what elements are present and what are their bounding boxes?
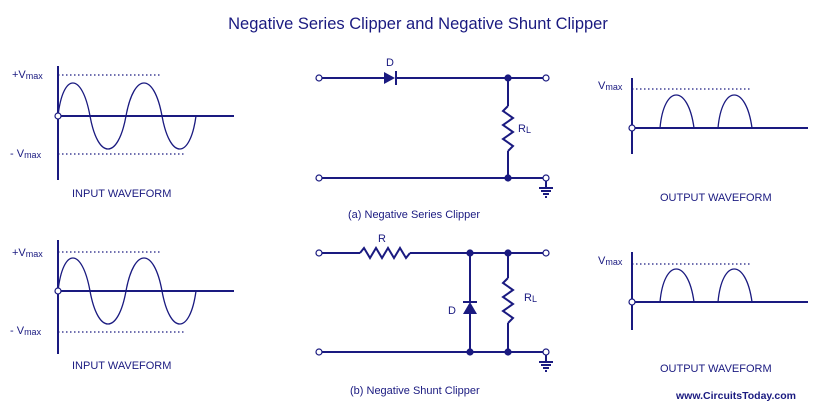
output-waveform-top: Vmax OUTPUT WAVEFORM xyxy=(598,78,808,204)
half-wave-2 xyxy=(717,268,753,303)
output-terminal-bottom xyxy=(542,348,550,356)
series-clipper-circuit: D RL (a) Negative Series Clipper xyxy=(315,57,553,221)
vmax-label: Vmax xyxy=(598,255,623,267)
input-waveform-label: INPUT WAVEFORM xyxy=(72,360,171,372)
input-terminal-top xyxy=(315,249,323,257)
series-resistor-icon xyxy=(359,246,411,260)
caption-a: (a) Negative Series Clipper xyxy=(348,209,480,221)
vmax-neg-label: - Vmax xyxy=(10,325,42,337)
origin-dot xyxy=(628,124,636,132)
half-wave-1 xyxy=(659,94,695,129)
output-terminal-top xyxy=(542,249,550,257)
ground-icon xyxy=(539,355,553,372)
shunt-clipper-circuit: R D RL (b) Negative Shunt Clipper xyxy=(315,233,553,397)
load-label: RL xyxy=(524,292,537,304)
page-title: Negative Series Clipper and Negative Shu… xyxy=(228,15,608,33)
vmax-label: Vmax xyxy=(598,80,623,92)
vmax-neg-label: - Vmax xyxy=(10,148,42,160)
watermark: www.CircuitsToday.com xyxy=(675,390,796,402)
half-wave-1 xyxy=(659,268,695,303)
input-terminal-bottom xyxy=(315,348,323,356)
output-waveform-label: OUTPUT WAVEFORM xyxy=(660,192,772,204)
diode-label: D xyxy=(386,57,394,69)
diode-icon xyxy=(463,302,477,314)
ground-icon xyxy=(539,181,553,198)
vmax-pos-label: +Vmax xyxy=(12,247,43,259)
vmax-pos-label: +Vmax xyxy=(12,69,43,81)
half-wave-2 xyxy=(717,94,753,129)
origin-dot xyxy=(54,112,62,120)
output-terminal-bottom xyxy=(542,174,550,182)
load-resistor-icon xyxy=(501,277,515,324)
input-waveform-bottom: +Vmax - Vmax INPUT WAVEFORM xyxy=(10,240,234,372)
load-resistor-icon xyxy=(501,105,515,152)
resistor-label: R xyxy=(378,233,386,245)
input-terminal-top xyxy=(315,74,323,82)
caption-b: (b) Negative Shunt Clipper xyxy=(350,385,480,397)
sine-wave xyxy=(57,257,197,325)
input-waveform-top: +Vmax - Vmax INPUT WAVEFORM xyxy=(10,66,234,200)
diode-icon xyxy=(384,72,395,84)
output-terminal-top xyxy=(542,74,550,82)
origin-dot xyxy=(54,287,62,295)
load-label: RL xyxy=(518,123,531,135)
input-terminal-bottom xyxy=(315,174,323,182)
input-waveform-label: INPUT WAVEFORM xyxy=(72,188,171,200)
output-waveform-bottom: Vmax OUTPUT WAVEFORM xyxy=(598,252,808,375)
sine-wave xyxy=(57,82,197,150)
diode-label: D xyxy=(448,305,456,317)
output-waveform-label: OUTPUT WAVEFORM xyxy=(660,363,772,375)
origin-dot xyxy=(628,298,636,306)
